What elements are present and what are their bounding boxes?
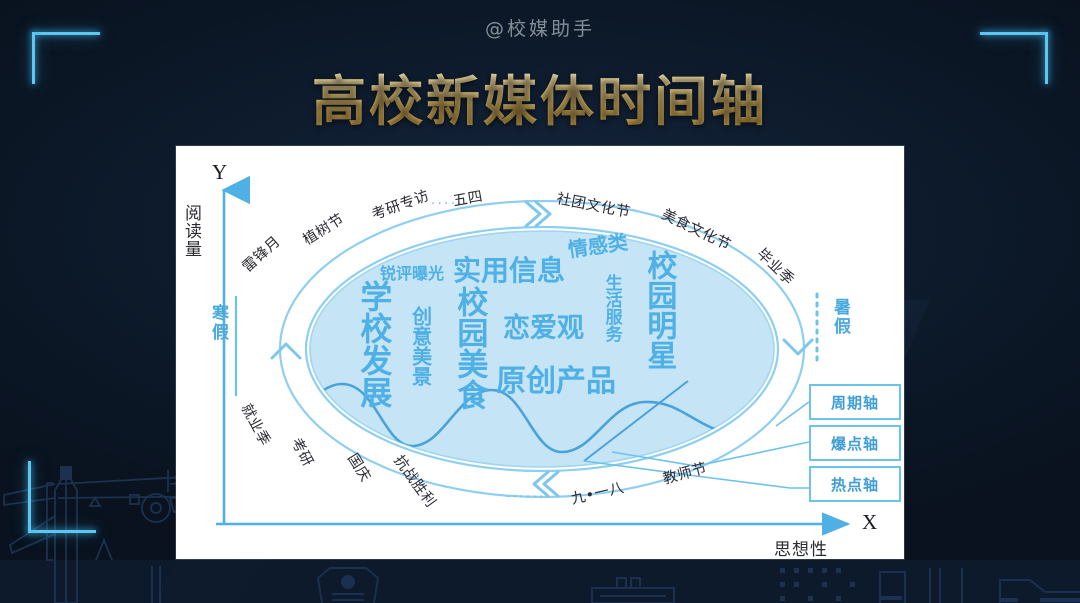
word-cloud-item-8: 生活服务 — [601, 274, 622, 342]
y-axis-label: 阅读量 — [181, 204, 202, 258]
separator-bottom: ...... — [506, 486, 546, 501]
word-cloud-item-7: 恋爱观 — [503, 313, 584, 344]
watermark: @校媒助手 — [484, 18, 595, 40]
diagram-panel: Y 阅读量 X 思想性 寒假 暑假 ...... ...... 雷锋月 植树节 … — [176, 146, 904, 560]
legend-label-0: 周期轴 — [830, 393, 879, 412]
word-cloud-item-4: 学校发展 — [355, 280, 394, 408]
legend-label-2: 热点轴 — [830, 475, 879, 494]
word-cloud-item-9: 原创产品 — [496, 364, 616, 399]
legend-label-1: 爆点轴 — [830, 434, 879, 453]
word-cloud-item-0: 锐评曝光 — [380, 264, 445, 283]
season-label-winter: 寒假 — [208, 304, 228, 342]
diagram-graphics — [216, 175, 851, 536]
legend-item-cycle-axis[interactable]: 周期轴 — [809, 384, 901, 420]
x-axis-letter: X — [862, 510, 878, 534]
word-cloud-item-1: 实用信息 — [453, 254, 566, 287]
season-label-summer: 暑假 — [830, 298, 850, 336]
legend-item-burst-axis[interactable]: 爆点轴 — [809, 425, 901, 461]
word-cloud-item-5: 创意美景 — [408, 306, 433, 386]
legend: 周期轴 爆点轴 热点轴 — [809, 384, 901, 507]
separator-top: ...... — [431, 193, 471, 208]
legend-item-hotspot-axis[interactable]: 热点轴 — [809, 466, 901, 502]
word-cloud-item-6: 校园美食 — [451, 286, 488, 410]
x-axis-label: 思想性 — [774, 540, 828, 560]
y-axis-letter: Y — [212, 160, 228, 184]
page-title: 高校新媒体时间轴 — [0, 57, 1080, 136]
word-cloud-item-3: 校园明星 — [641, 250, 677, 370]
